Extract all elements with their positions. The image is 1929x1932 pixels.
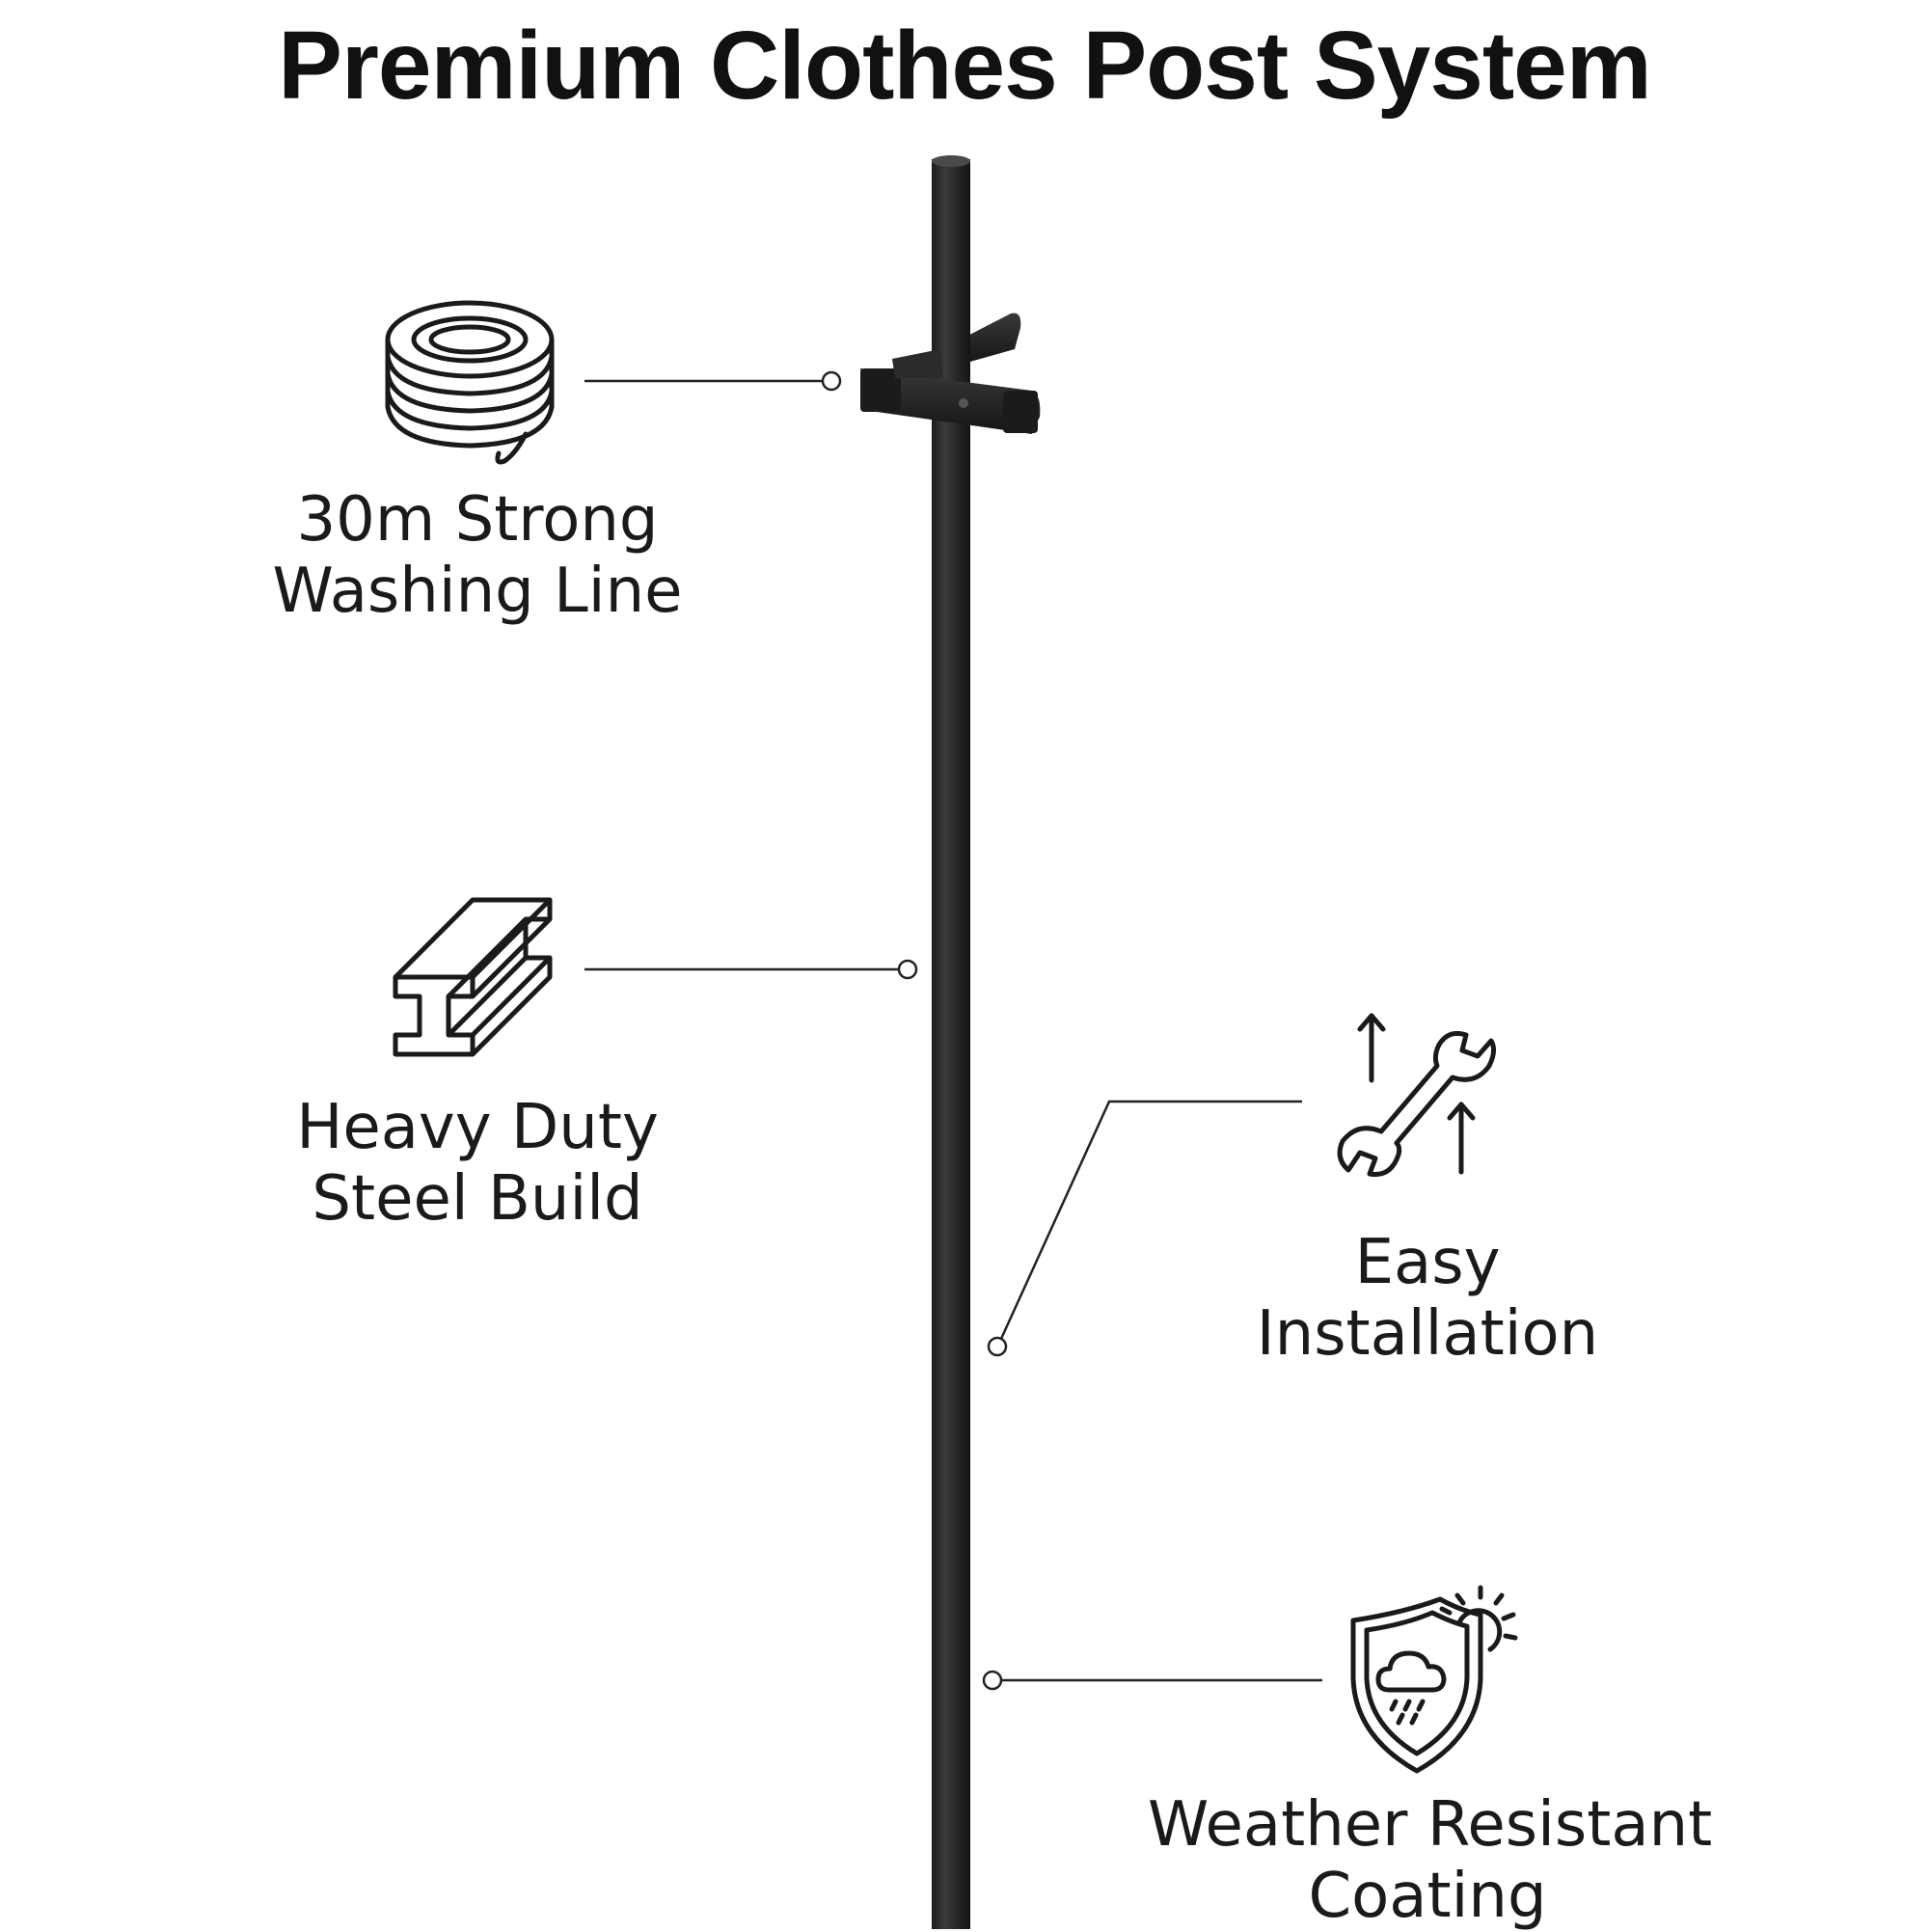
callout-line-install xyxy=(987,1100,1302,1357)
feature-line-1: Heavy Duty xyxy=(296,1092,659,1163)
callout-line-weather xyxy=(982,1670,1322,1691)
page-title: Premium Clothes Post System xyxy=(278,12,1651,120)
feature-line-1: Easy xyxy=(1354,1227,1501,1298)
post-crossbar-back xyxy=(955,313,1021,365)
feature-label-installation: Easy Installation xyxy=(1235,1227,1620,1370)
post-crossbar-front xyxy=(860,349,1041,434)
callout-line-washing xyxy=(584,370,842,392)
feature-label-weather-coating: Weather Resistant Coating xyxy=(1148,1789,1713,1932)
feature-label-washing-line: 30m Strong Washing Line xyxy=(231,484,723,627)
feature-label-steel-build: Heavy Duty Steel Build xyxy=(231,1092,723,1235)
feature-line-1: Weather Resistant xyxy=(1148,1789,1713,1861)
feature-line-2: Washing Line xyxy=(272,556,683,627)
feature-line-2: Installation xyxy=(1256,1298,1599,1370)
weather-shield-icon xyxy=(1350,1585,1518,1774)
rope-coil-icon xyxy=(385,300,555,465)
steel-beam-icon xyxy=(393,897,553,1057)
callout-line-steel xyxy=(584,959,918,980)
feature-line-1: 30m Strong xyxy=(296,484,659,556)
post-pole xyxy=(932,155,970,1929)
wrench-arrows-icon xyxy=(1337,1013,1497,1178)
feature-line-2: Steel Build xyxy=(312,1163,643,1235)
feature-line-2: Coating xyxy=(1308,1861,1547,1932)
